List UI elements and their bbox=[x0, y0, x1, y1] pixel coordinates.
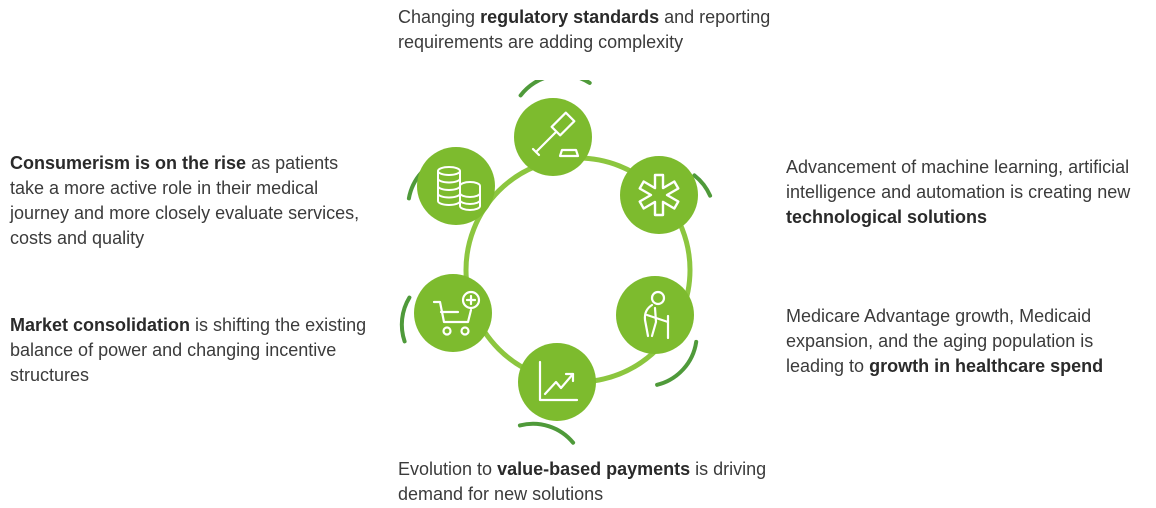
callout-highlight: technological solutions bbox=[786, 207, 988, 227]
arc-top-right bbox=[692, 173, 713, 198]
gavel-icon bbox=[531, 111, 580, 158]
arc-left bbox=[399, 295, 412, 344]
callout-text: as patients take a more active role in t… bbox=[10, 153, 360, 248]
callout-text: is shifting the existing balance of powe… bbox=[10, 315, 367, 385]
callout-market-consolidation: Market consolidation is shifting the exi… bbox=[10, 313, 370, 388]
callout-highlight: growth in healthcare spend bbox=[869, 356, 1104, 376]
callout-healthcare-spend: Medicare Advantage growth, Medicaid expa… bbox=[786, 304, 1151, 379]
callout-text: Medicare Advantage growth, Medicaid expa… bbox=[786, 306, 1094, 376]
callout-highlight: Market consolidation bbox=[10, 315, 191, 335]
callout-consumerism: Consumerism is on the rise as patients t… bbox=[10, 151, 370, 251]
callout-highlight: regulatory standards bbox=[480, 7, 660, 27]
callout-highlight: Consumerism is on the rise bbox=[10, 153, 247, 173]
callout-text: Changing bbox=[398, 7, 481, 27]
callout-technology: Advancement of machine learning, artific… bbox=[786, 155, 1151, 230]
cart-plus-icon bbox=[432, 290, 481, 336]
callout-text: Advancement of machine learning, artific… bbox=[786, 157, 1131, 202]
node-technology bbox=[620, 156, 698, 234]
callout-text: and reporting requirements are adding co… bbox=[398, 7, 771, 52]
callout-text: Evolution to bbox=[398, 459, 498, 479]
callout-text: is driving demand for new solutions bbox=[398, 459, 767, 504]
node-regulatory bbox=[514, 98, 592, 176]
arc-top bbox=[518, 80, 592, 98]
node-circles bbox=[414, 98, 698, 421]
market-drivers-diagram bbox=[399, 80, 713, 445]
node-consumerism bbox=[417, 147, 495, 225]
callout-highlight: value-based payments bbox=[497, 459, 691, 479]
callout-value-based: Evolution to value-based payments is dri… bbox=[398, 457, 828, 507]
callout-regulatory: Changing regulatory standards and report… bbox=[398, 5, 858, 55]
coin-stack-icon bbox=[437, 166, 481, 211]
arc-bottom-right bbox=[655, 339, 699, 387]
elderly-person-icon bbox=[643, 290, 670, 340]
growth-chart-icon bbox=[538, 360, 579, 402]
arc-bottom bbox=[517, 421, 576, 445]
medical-star-icon bbox=[638, 173, 680, 217]
